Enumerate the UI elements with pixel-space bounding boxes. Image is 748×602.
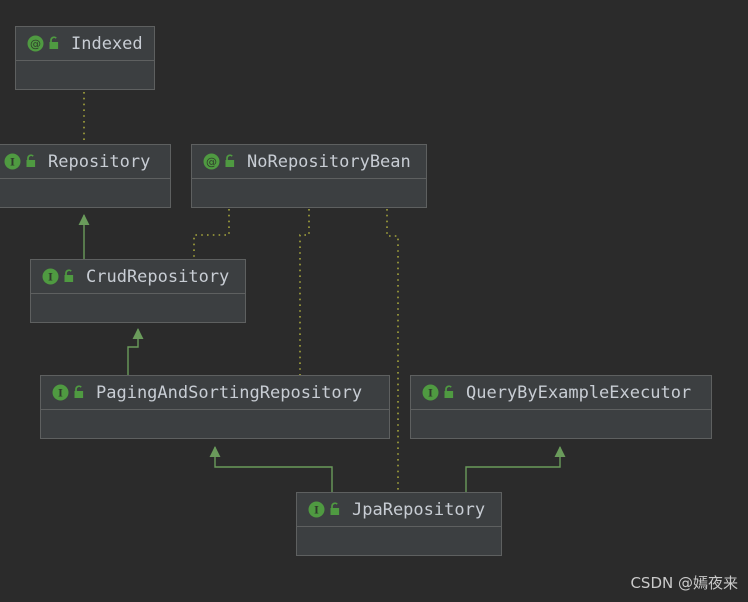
lock-public-icon [47,36,61,51]
node-members-area-crudrepository [31,294,245,322]
node-members-area-querybyexampleexecutor [411,410,711,438]
lock-public-icon [442,385,456,400]
uml-class-node-crudrepository[interactable]: I CrudRepository [30,259,246,323]
node-header-repository: I Repository [0,145,170,179]
node-header-norepositorybean: @ NoRepositoryBean [192,145,426,179]
node-title-repository: Repository [48,151,151,172]
node-title-jparepository: JpaRepository [352,499,486,520]
edge-norepositorybean-crudrepository [193,209,230,259]
node-members-area-repository [0,179,170,207]
node-header-pagingandsortingrepository: I PagingAndSortingRepository [41,376,389,410]
node-header-indexed: @ Indexed [16,27,154,61]
svg-text:@: @ [206,155,217,168]
node-title-indexed: Indexed [71,33,143,54]
lock-public-icon [24,154,38,169]
svg-text:I: I [48,272,53,283]
node-members-area-norepositorybean [192,179,426,207]
lock-public-icon [72,385,86,400]
uml-class-node-norepositorybean[interactable]: @ NoRepositoryBean [191,144,427,208]
edge-norepositorybean-jparepository [386,209,399,492]
edge-jparepository-pagingandsorting [209,445,333,492]
svg-text:I: I [10,157,15,168]
interface-i-icon: I [52,384,69,401]
watermark-text: CSDN @嫣夜来 [630,574,738,592]
edge-norepositorybean-pagingandsortingrepository [299,209,310,375]
node-title-norepositorybean: NoRepositoryBean [247,151,411,172]
node-title-pagingandsortingrepository: PagingAndSortingRepository [96,382,363,403]
svg-text:I: I [314,505,319,516]
uml-class-node-indexed[interactable]: @ Indexed [15,26,155,90]
interface-i-icon: I [4,153,21,170]
node-members-area-indexed [16,61,154,89]
interface-i-icon: I [308,501,325,518]
uml-class-node-repository[interactable]: I Repository [0,144,171,208]
node-members-area-jparepository [297,527,501,555]
lock-public-icon [223,154,237,169]
node-header-jparepository: I JpaRepository [297,493,501,527]
node-title-crudrepository: CrudRepository [86,266,230,287]
annotation-at-icon: @ [203,153,220,170]
uml-class-node-pagingandsortingrepository[interactable]: I PagingAndSortingRepository [40,375,390,439]
svg-text:I: I [58,388,63,399]
uml-class-node-jparepository[interactable]: I JpaRepository [296,492,502,556]
annotation-at-icon: @ [27,35,44,52]
svg-text:I: I [428,388,433,399]
interface-i-icon: I [422,384,439,401]
lock-public-icon [328,502,342,517]
edge-pagingandsorting-crudrepository [127,327,144,375]
edge-jparepository-querybyexampleexecutor [465,445,566,492]
node-title-querybyexampleexecutor: QueryByExampleExecutor [466,382,692,403]
node-header-querybyexampleexecutor: I QueryByExampleExecutor [411,376,711,410]
uml-class-node-querybyexampleexecutor[interactable]: I QueryByExampleExecutor [410,375,712,439]
svg-text:@: @ [30,37,41,50]
interface-i-icon: I [42,268,59,285]
node-members-area-pagingandsortingrepository [41,410,389,438]
node-header-crudrepository: I CrudRepository [31,260,245,294]
lock-public-icon [62,269,76,284]
